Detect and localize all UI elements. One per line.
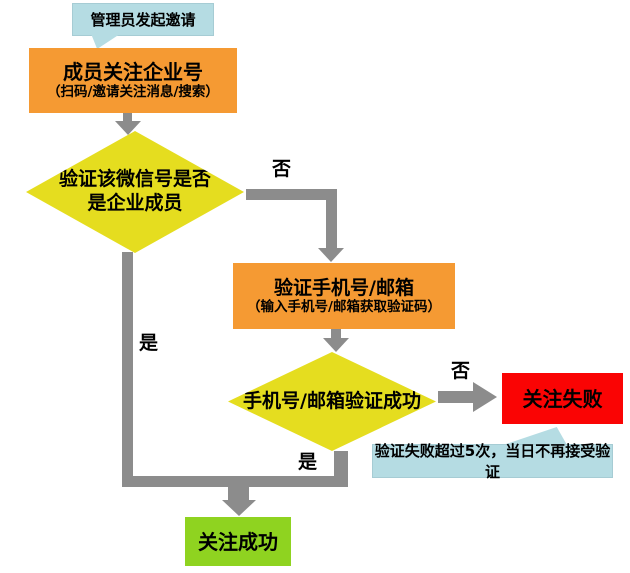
- arrow-no1-head: [318, 248, 344, 262]
- edge-label-yes-1: 是: [139, 332, 159, 354]
- fail-limit-callout: 验证失败超过5次，当日不再接受验证: [372, 442, 613, 481]
- arrow-verify-to-decision-shaft: [331, 328, 341, 339]
- arrow-no1-vertical-shaft: [326, 189, 337, 249]
- arrow-follow-to-member-shaft: [123, 112, 132, 123]
- arrow-to-success-head: [222, 500, 256, 516]
- arrow-to-success-shaft: [228, 487, 249, 501]
- follow-success-label: 关注成功: [198, 529, 278, 554]
- arrow-verify-to-decision-head: [323, 338, 349, 352]
- arrow-no2-head: [473, 382, 497, 412]
- yes1-vertical-line: [122, 252, 133, 487]
- admin-invite-callout-tail: [91, 35, 119, 49]
- follow-fail-node: 关注失败: [502, 373, 623, 424]
- follow-account-subtitle: （扫码/邀请关注消息/搜索）: [47, 84, 219, 101]
- admin-invite-callout-label: 管理员发起邀请: [90, 11, 196, 29]
- contact-verified-decision-label: 手机号/邮箱验证成功: [243, 389, 421, 412]
- verify-contact-title: 验证手机号/邮箱: [274, 276, 414, 299]
- yes2-vertical-stub: [334, 451, 348, 477]
- verify-contact-step: 验证手机号/邮箱 （输入手机号/邮箱获取验证码）: [233, 263, 455, 329]
- follow-fail-label: 关注失败: [522, 386, 603, 411]
- contact-verified-decision: 手机号/邮箱验证成功: [228, 352, 436, 451]
- yes-merge-horizontal-bar: [122, 476, 348, 487]
- is-member-decision-label-line1: 验证该微信号是否: [58, 168, 211, 191]
- follow-success-node: 关注成功: [185, 517, 291, 566]
- fail-limit-callout-label: 验证失败超过5次，当日不再接受验证: [374, 442, 611, 481]
- is-member-decision-label-line2: 是企业成员: [87, 192, 183, 214]
- arrow-no1-horizontal-shaft: [246, 189, 337, 200]
- follow-account-title: 成员关注企业号: [63, 60, 203, 85]
- edge-label-yes-2: 是: [298, 451, 318, 473]
- verify-contact-subtitle: （输入手机号/邮箱获取验证码）: [247, 299, 441, 316]
- edge-label-no-1: 否: [272, 158, 292, 180]
- arrow-no2-shaft: [438, 391, 474, 403]
- admin-invite-callout: 管理员发起邀请: [72, 3, 214, 36]
- is-member-decision: 验证该微信号是否 是企业成员: [26, 131, 244, 253]
- follow-account-step: 成员关注企业号 （扫码/邀请关注消息/搜索）: [29, 48, 237, 113]
- edge-label-no-2: 否: [451, 360, 471, 382]
